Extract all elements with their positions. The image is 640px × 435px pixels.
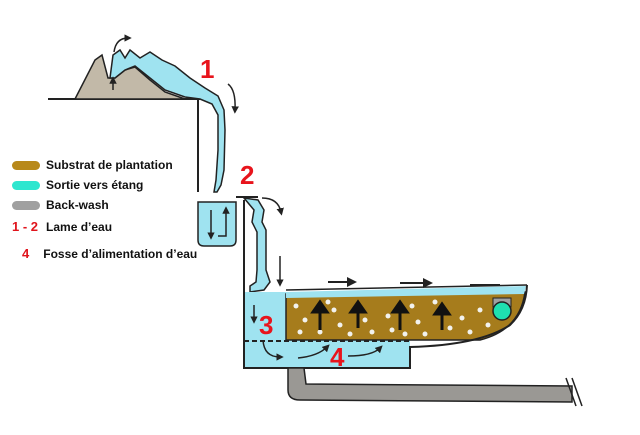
marker-2: 2 <box>240 160 255 190</box>
outlet-swatch <box>12 180 40 190</box>
legend-item-fosse: 4 Fosse d’alimentation d’eau <box>22 246 197 261</box>
water-cascade-1 <box>109 48 226 193</box>
water-cascade-2 <box>242 196 271 293</box>
outlet-pipe <box>492 301 512 321</box>
marker-1: 1 <box>200 54 215 84</box>
legend-label: Back-wash <box>46 198 109 212</box>
tank-turn-arrow <box>262 339 284 361</box>
fosse-arrow-1 <box>297 344 330 359</box>
basin-up-arrow <box>218 206 230 237</box>
marker-3: 3 <box>259 310 274 340</box>
legend-item-backwash: Back-wash <box>12 198 109 212</box>
legend-item-lame: 1 - 2 Lame d’eau <box>12 219 112 234</box>
fall-arrow-1 <box>227 83 239 114</box>
fosse-arrow-2 <box>347 345 383 357</box>
pipe-break-2 <box>571 377 583 407</box>
rock-curve-arrow <box>113 34 132 53</box>
legend-number: 1 - 2 <box>12 219 39 234</box>
legend-item-substrat: Substrat de plantation <box>12 158 173 172</box>
small-basin <box>197 201 237 247</box>
legend-label: Fosse d’alimentation d’eau <box>43 246 198 261</box>
legend-label: Sortie vers étang <box>46 178 144 192</box>
fall-arrow-2 <box>261 197 284 216</box>
backwash-swatch <box>12 200 40 210</box>
legend-label: Substrat de plantation <box>46 158 173 172</box>
pipe-break-1 <box>565 377 577 407</box>
substrate-swatch <box>12 160 40 170</box>
marker-4: 4 <box>330 342 345 372</box>
legend-number: 4 <box>22 246 30 261</box>
upflow-arrows <box>310 299 452 330</box>
water-top-film <box>286 286 526 298</box>
backwash-pipe <box>287 367 573 403</box>
legend-item-sortie: Sortie vers étang <box>12 178 143 192</box>
tank-outline <box>243 284 528 369</box>
legend-label: Lame d’eau <box>46 219 113 234</box>
